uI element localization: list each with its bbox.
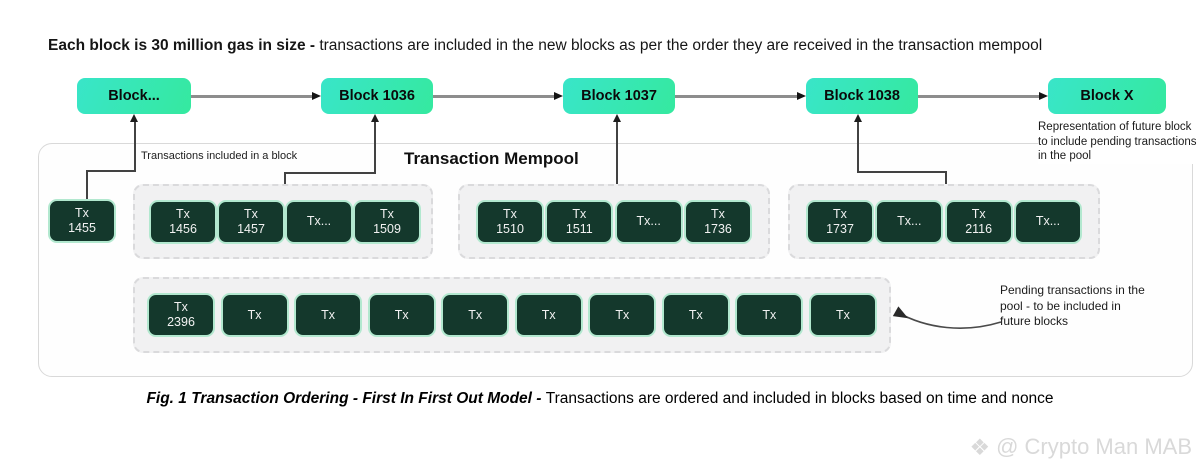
right-arrow-icon: [675, 92, 806, 99]
connector-group1-to-block1036: [374, 122, 376, 173]
up-arrowhead-icon: [370, 114, 379, 122]
watermark: ❖ @ Crypto Man MAB: [969, 434, 1192, 460]
curved-arrow-icon: [892, 306, 1002, 329]
tx-box: Tx 1736: [683, 199, 752, 244]
future-block-annotation: Representation of future block to includ…: [1038, 120, 1198, 164]
tx-box: Tx: [735, 293, 804, 337]
pending-pool-annotation: Pending transactions in the pool - to be…: [1000, 283, 1145, 328]
tx-box: Tx 1457: [217, 199, 285, 244]
up-arrowhead-icon: [130, 114, 138, 122]
tx-box: Tx...: [1013, 199, 1082, 244]
tx-box: Tx 1511: [545, 199, 614, 244]
tx-box: Tx 1737: [806, 199, 874, 244]
connector-tx1455-to-block: [86, 170, 88, 201]
up-arrowhead-icon: [612, 114, 621, 122]
included-in-block-label: Transactions included in a block: [141, 150, 298, 162]
tx-box: Tx: [367, 293, 436, 337]
connector-group1-to-block1036: [284, 172, 376, 174]
connector-group1-to-block1036: [284, 172, 286, 186]
tx-box: Tx...: [614, 199, 683, 244]
connector-group3-to-block1038: [857, 171, 947, 173]
tx-box: Tx 1510: [476, 199, 544, 244]
tx-box: Tx: [661, 293, 730, 337]
connector-tx1455-to-block: [86, 170, 136, 172]
right-arrow-icon: [191, 92, 321, 99]
tx-box: Tx 2116: [944, 199, 1013, 244]
tx-box: Tx: [220, 293, 289, 337]
tx-box: Tx 1456: [149, 199, 217, 244]
connector-group2-to-block1037: [616, 122, 618, 186]
tx-box: Tx: [514, 293, 583, 337]
tx-box: Tx: [441, 293, 510, 337]
figure-caption-title: Fig. 1 Transaction Ordering - First In F…: [146, 390, 546, 407]
page-title-regular: transactions are included in the new blo…: [319, 37, 1043, 54]
tx-box: Tx: [808, 293, 877, 337]
block-box-x: Block X: [1048, 78, 1166, 114]
right-arrow-icon: [433, 92, 563, 99]
connector-group3-to-block1038: [945, 171, 947, 186]
connector-tx1455-to-block: [134, 122, 136, 171]
tx-box-1455: Tx 1455: [48, 199, 116, 243]
binance-diamond-icon: ❖: [969, 433, 991, 460]
watermark-text: @ Crypto Man MAB: [996, 434, 1192, 459]
tx-box: Tx...: [875, 199, 944, 244]
page-title: Each block is 30 million gas in size - t…: [48, 36, 1042, 56]
block-box-1037: Block 1037: [563, 78, 675, 114]
block-box-1038: Block 1038: [806, 78, 918, 114]
block-box-previous: Block...: [77, 78, 191, 114]
page-title-bold: Each block is 30 million gas in size -: [48, 37, 320, 54]
right-arrow-icon: [918, 92, 1048, 99]
figure-caption-text: Transactions are ordered and included in…: [545, 390, 1054, 407]
tx-box: Tx 2396: [147, 293, 215, 337]
block-box-1036: Block 1036: [321, 78, 433, 114]
tx-box: Tx: [294, 293, 363, 337]
tx-box: Tx 1509: [353, 199, 421, 244]
tx-box: Tx: [588, 293, 657, 337]
up-arrowhead-icon: [853, 114, 862, 122]
connector-group3-to-block1038: [857, 122, 859, 173]
tx-box: Tx...: [285, 199, 353, 244]
figure-caption: Fig. 1 Transaction Ordering - First In F…: [40, 388, 1160, 410]
mempool-heading: Transaction Mempool: [404, 149, 579, 168]
